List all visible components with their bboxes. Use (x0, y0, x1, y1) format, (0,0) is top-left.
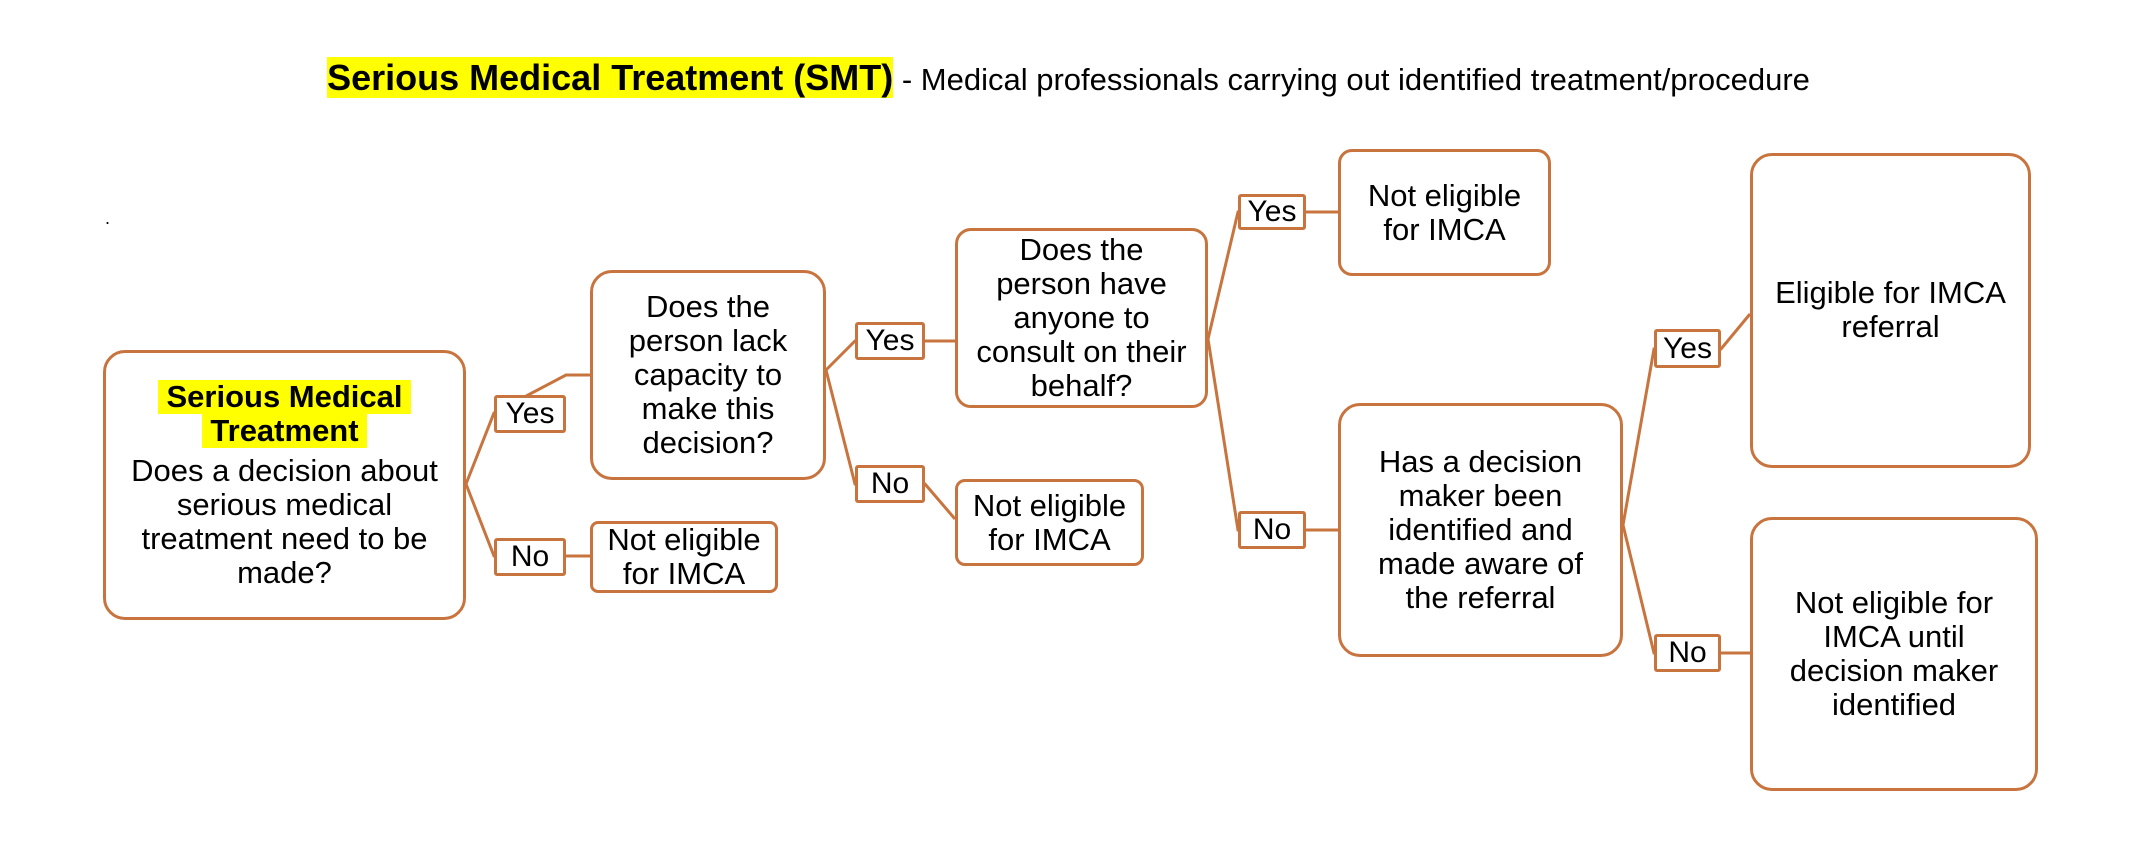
label-no-start: No (494, 538, 566, 576)
not-eligible-node-2: Not eligible for IMCA (955, 479, 1144, 566)
label-no-consult: No (1238, 511, 1306, 549)
decision-maker-question-node: Has a decision maker been identified and… (1338, 403, 1623, 657)
consult-question-node: Does the person have anyone to consult o… (955, 228, 1208, 408)
start-node-title-line2: Treatment (202, 414, 367, 448)
label-yes-consult: Yes (1238, 194, 1306, 230)
not-eligible-node-1: Not eligible for IMCA (590, 521, 778, 593)
label-yes-capacity: Yes (855, 322, 925, 360)
eligible-referral-node: Eligible for IMCA referral (1750, 153, 2031, 468)
label-no-capacity: No (855, 465, 925, 503)
title-subtitle: - Medical professionals carrying out ide… (893, 62, 1810, 97)
label-no-decision-maker: No (1654, 634, 1721, 672)
title-highlight: Serious Medical Treatment (SMT) (327, 57, 894, 98)
label-yes-start: Yes (494, 395, 566, 433)
start-node: Serious Medical Treatment Does a decisio… (103, 350, 466, 620)
start-node-question: Does a decision about serious medical tr… (131, 453, 438, 590)
not-eligible-node-3: Not eligible for IMCA (1338, 149, 1551, 276)
label-yes-decision-maker: Yes (1654, 329, 1721, 368)
diagram-title: Serious Medical Treatment (SMT) - Medica… (0, 57, 2137, 100)
stray-dot: . (105, 208, 111, 228)
start-node-title-line1: Serious Medical (158, 380, 411, 414)
connector-consult-yes (1206, 210, 1338, 340)
connector-consult-no (1206, 338, 1338, 532)
capacity-question-node: Does the person lack capacity to make th… (590, 270, 826, 480)
not-eligible-until-node: Not eligible for IMCA until decision mak… (1750, 517, 2038, 791)
connector-start-yes (464, 373, 590, 485)
